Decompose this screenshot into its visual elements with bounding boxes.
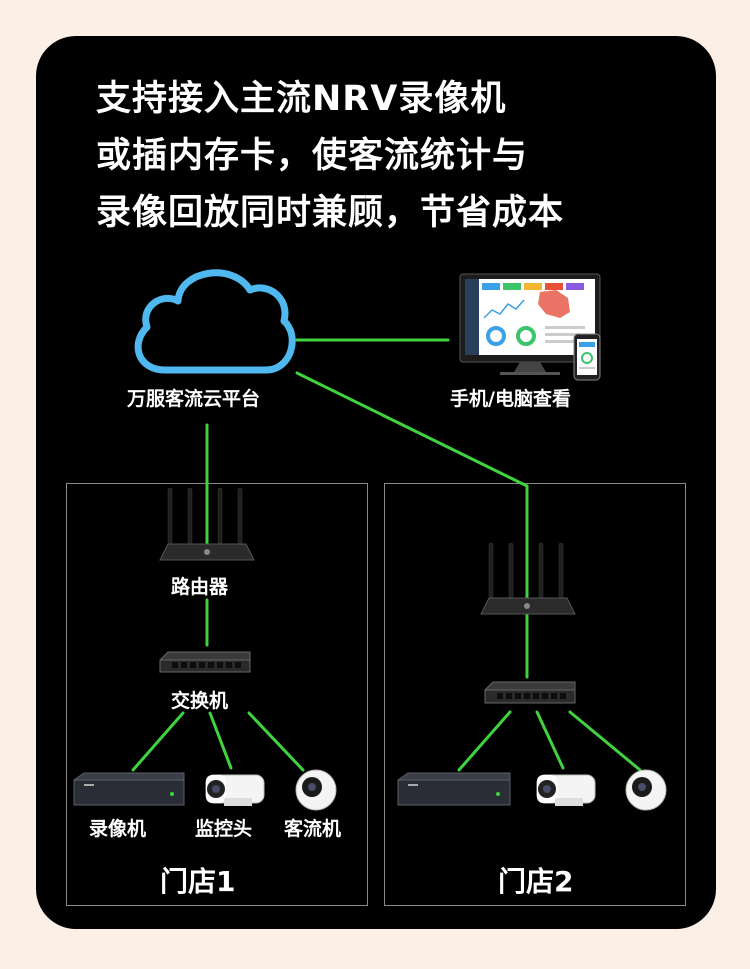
link-switch-nvr [131,711,185,772]
cloud-icon [134,269,296,374]
store-2-box [384,483,686,906]
link-store2-switch-nvr [457,710,512,772]
headline-line-2: 或插内存卡，使客流统计与 [96,136,529,176]
store-1-box [66,483,368,906]
store-1-switch-icon [159,651,251,673]
cloud-platform-label: 万服客流云平台 [127,388,261,410]
headline-line-3: 录像回放同时兼顾，节省成本 [96,193,565,233]
store-1-camera-label: 监控头 [195,818,253,840]
store-1-nvr-icon [73,772,185,806]
headline-line-1: 支持接入主流NRV录像机 [96,79,507,119]
store-1-nvr-label: 录像机 [89,818,147,840]
link-cloud-store2 [295,371,529,488]
store-1-name: 门店1 [160,865,236,898]
store-2-counter-icon [625,769,667,811]
store-1-counter-label: 客流机 [284,818,342,840]
store-2-nvr-icon [397,772,511,806]
link-switch-counter [247,711,305,772]
store-2-name: 门店2 [498,865,574,898]
store-1-router-icon [159,487,255,561]
monitor-icon [459,273,601,381]
link-store2-switch-counter [568,710,642,772]
store-2-camera-icon [536,774,596,806]
store-1-switch-label: 交换机 [171,690,229,712]
store-2-router-icon [480,542,576,615]
store-1-counter-icon [295,769,337,811]
store-1-router-label: 路由器 [171,576,229,598]
store-2-switch-icon [484,681,576,704]
link-switch-camera [208,711,233,770]
monitor-view-label: 手机/电脑查看 [450,388,571,410]
link-store2-switch-camera [535,710,565,770]
store-1-camera-icon [205,774,265,806]
